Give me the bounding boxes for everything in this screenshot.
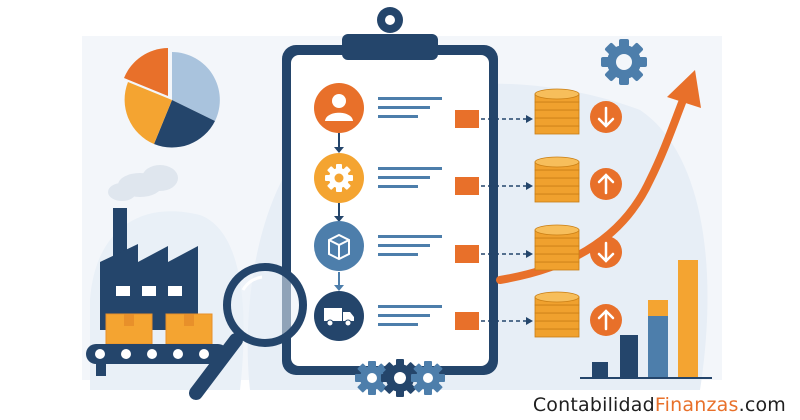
box-icon-left (105, 313, 153, 345)
box-icon (328, 233, 350, 261)
user-icon (325, 94, 353, 121)
smoke-cloud-icon (108, 165, 178, 201)
brand-text-dark: Contabilidad (532, 394, 655, 416)
arrow-up-icon (597, 309, 615, 331)
magnifying-glass-icon (189, 263, 307, 400)
arrow-badge-3 (590, 236, 622, 268)
workflow-step-3 (314, 221, 479, 271)
box-icon-right (165, 313, 213, 345)
gear-icon (325, 164, 353, 192)
truck-icon (324, 308, 354, 327)
conveyor-belt-icon (86, 344, 228, 376)
gear-icon-top-right (601, 39, 647, 85)
arrow-down-icon (597, 106, 615, 128)
arrow-down-icon (597, 241, 615, 263)
factory-icon (100, 208, 198, 330)
dashed-arrows (481, 115, 533, 325)
arrow-badge-4 (590, 304, 622, 336)
arrow-badge-2 (590, 168, 622, 200)
pie-chart-icon (124, 48, 220, 148)
coin-stack-4 (534, 291, 580, 338)
workflow-connectors (334, 133, 344, 291)
gear-cluster-icon (355, 359, 445, 397)
site-brand: ContabilidadFinanzas.com (533, 394, 786, 416)
coin-stack-3 (534, 224, 580, 271)
bar-chart-icon (580, 260, 712, 379)
workflow-step-2 (314, 153, 479, 203)
brand-text-tail: .com (738, 394, 786, 416)
arrow-badge-1 (590, 101, 622, 133)
workflow-step-1 (314, 83, 479, 133)
arrow-up-icon (597, 173, 615, 195)
brand-text-accent: Finanzas (654, 394, 739, 416)
coin-stack-2 (534, 156, 580, 203)
coin-stack-1 (534, 88, 580, 135)
workflow-step-4 (314, 291, 479, 341)
